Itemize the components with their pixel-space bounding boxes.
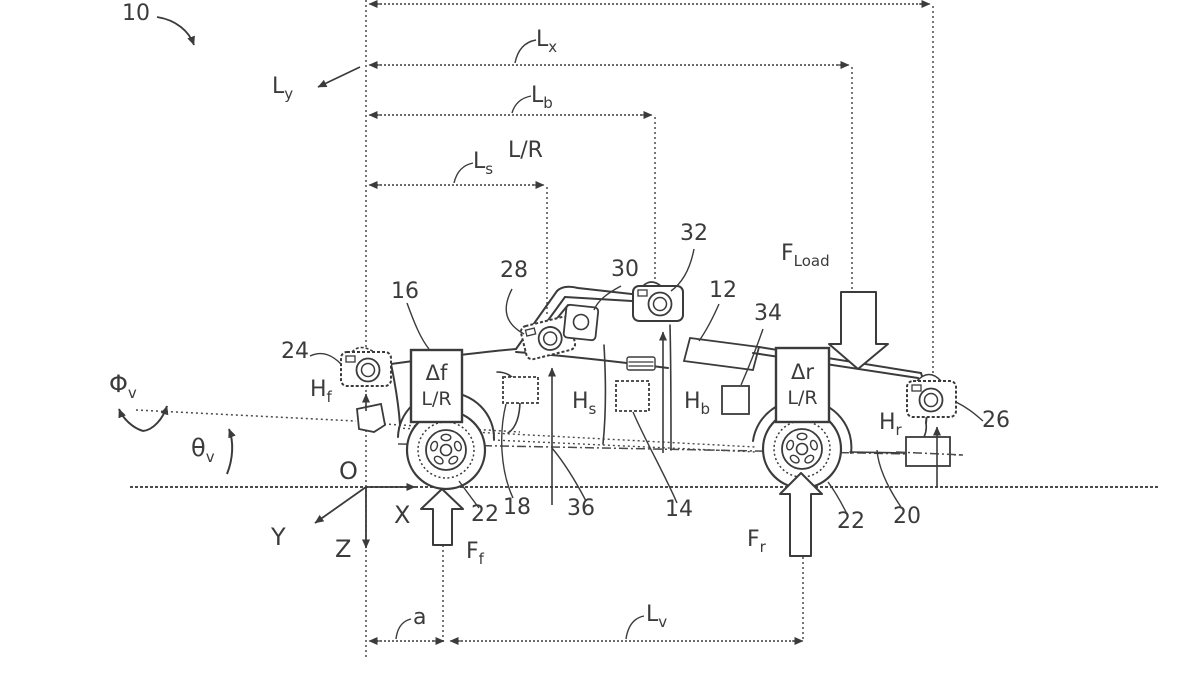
leader-lines bbox=[309, 248, 984, 515]
roll-angle-arrow bbox=[118, 408, 144, 432]
sensor-boxes bbox=[502, 376, 951, 467]
force-arrow-ff bbox=[420, 488, 464, 546]
force-label-fr: Fr bbox=[747, 527, 766, 556]
front-display-text: Δf L/R bbox=[421, 361, 452, 411]
figure-10-arrow bbox=[156, 16, 195, 46]
pitch-angle-arrow bbox=[226, 428, 236, 475]
force-label-fload: FLoad bbox=[781, 241, 830, 270]
ref-36: 36 bbox=[567, 496, 595, 521]
ref-24: 24 bbox=[281, 339, 309, 364]
dim-label-ls-side: L/R bbox=[508, 138, 543, 163]
mirror-camera-30 bbox=[562, 303, 600, 342]
camera-icon-32 bbox=[632, 281, 684, 322]
vehicle-axis-lines bbox=[135, 409, 964, 456]
dim-label-ly: Ly bbox=[272, 74, 294, 103]
rear-display-box bbox=[774, 346, 831, 424]
sensor-box-18 bbox=[502, 376, 539, 404]
height-label-hs: Hs bbox=[572, 389, 597, 418]
ref-12: 12 bbox=[709, 278, 737, 303]
roll-angle-label: Φv bbox=[109, 370, 137, 402]
dimension-lines bbox=[368, 0, 931, 645]
dim-label-lv: Lv bbox=[646, 602, 668, 631]
hitch-box-20 bbox=[905, 436, 951, 467]
ref-28: 28 bbox=[500, 258, 528, 283]
figure-number-label: 10 bbox=[122, 1, 150, 26]
camera-icon-28 bbox=[519, 315, 577, 361]
height-label-hf: Hf bbox=[310, 377, 332, 406]
camera-icon-26 bbox=[906, 373, 957, 418]
dim-label-lb: Lb bbox=[531, 83, 553, 112]
front-display-box-16 bbox=[409, 348, 464, 424]
y-axis-arrow bbox=[314, 486, 367, 524]
reference-extension-lines bbox=[365, 0, 934, 658]
roll-angle-arrow2 bbox=[142, 405, 169, 432]
force-label-ff: Ff bbox=[466, 539, 484, 568]
ref-14: 14 bbox=[665, 497, 693, 522]
ref-22-rear: 22 bbox=[837, 509, 865, 534]
hitch-axis-line bbox=[895, 451, 964, 456]
camera-icon-24 bbox=[340, 346, 392, 387]
angle-arrows bbox=[118, 405, 236, 475]
ref-26: 26 bbox=[982, 408, 1010, 433]
dim-label-a: a bbox=[413, 605, 427, 630]
front-sensor-mount bbox=[356, 402, 386, 433]
sensor-box-34 bbox=[721, 385, 750, 415]
ref-30: 30 bbox=[611, 257, 639, 282]
coordinate-axes bbox=[314, 483, 416, 549]
height-label-hb: Hb bbox=[684, 389, 711, 418]
rear-display-text: Δr L/R bbox=[787, 360, 818, 410]
force-arrow-fr bbox=[779, 472, 823, 557]
ly-arrow bbox=[317, 66, 361, 88]
ref-34: 34 bbox=[754, 301, 782, 326]
height-label-hr: Hr bbox=[879, 410, 902, 439]
ref-16: 16 bbox=[391, 279, 419, 304]
dimension-label-hooks bbox=[395, 39, 645, 640]
force-arrow-fload bbox=[828, 291, 889, 370]
height-measure-arrows bbox=[362, 331, 941, 505]
ref-18: 18 bbox=[503, 495, 531, 520]
ref-32: 32 bbox=[680, 221, 708, 246]
axis-x-label: X bbox=[394, 501, 411, 529]
force-arrows bbox=[420, 291, 889, 557]
axis-y-label: Y bbox=[271, 523, 286, 551]
ref-20: 20 bbox=[893, 504, 921, 529]
dim-label-ls: Ls bbox=[473, 149, 494, 178]
sensor-box-14 bbox=[615, 380, 650, 412]
dim-label-lx: Lx bbox=[536, 27, 558, 56]
axis-z-label: Z bbox=[335, 535, 352, 563]
ref-22-front: 22 bbox=[471, 502, 499, 527]
axis-origin-label: O bbox=[339, 457, 358, 485]
pitch-angle-label: θv bbox=[191, 434, 215, 466]
